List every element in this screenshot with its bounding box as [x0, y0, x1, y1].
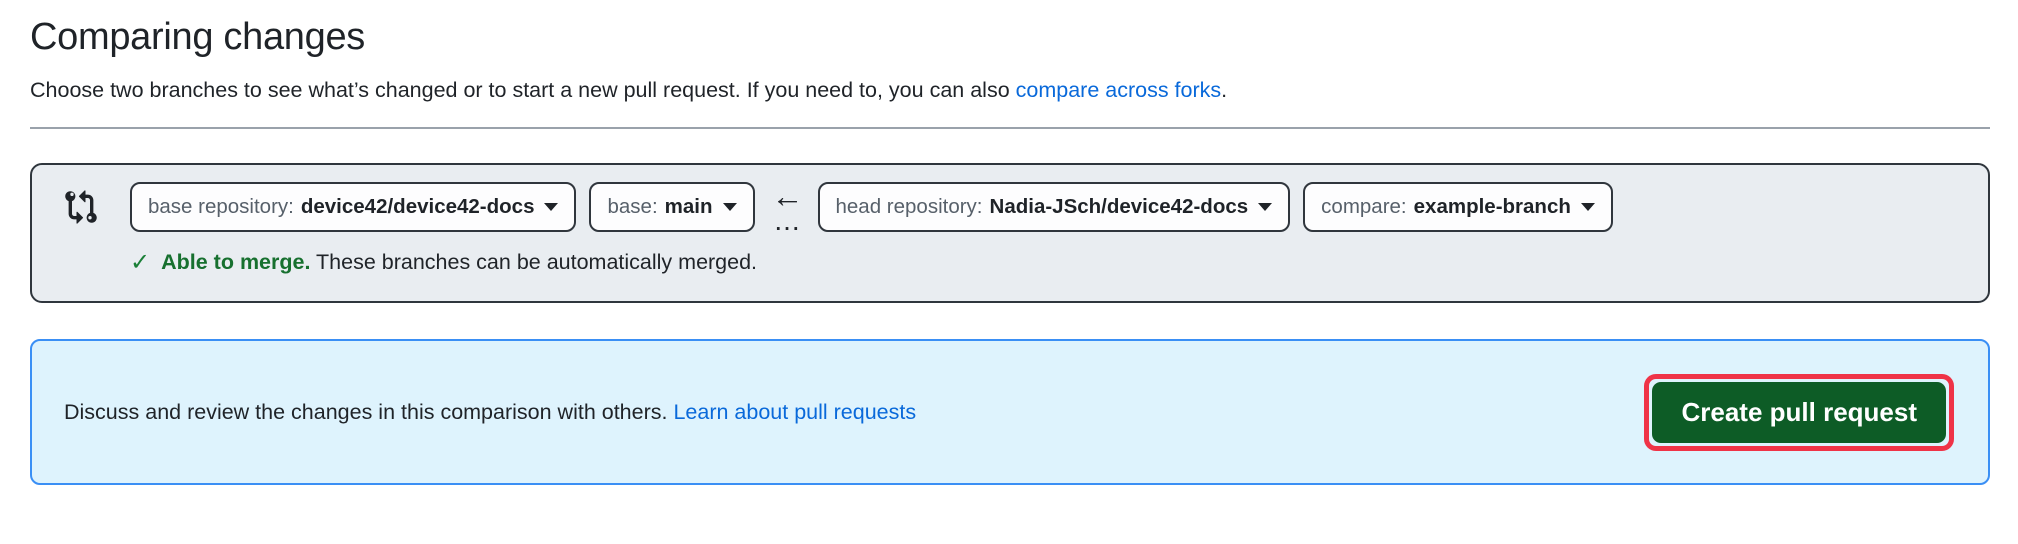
base-repository-value: device42/device42-docs	[300, 195, 535, 219]
chevron-down-icon	[1580, 203, 1595, 212]
red-highlight-annotation: Create pull request	[1644, 373, 1954, 451]
base-branch-select[interactable]: base: main	[589, 182, 755, 233]
head-repository-select[interactable]: head repository: Nadia-JSch/device42-doc…	[817, 182, 1291, 233]
compare-page: Comparing changes Choose two branches to…	[30, 16, 1990, 486]
create-pull-request-button[interactable]: Create pull request	[1652, 381, 1946, 443]
range-dots: ...	[774, 204, 801, 236]
pull-request-banner: Discuss and review the changes in this c…	[30, 339, 1990, 486]
head-repository-value: Nadia-JSch/device42-docs	[989, 195, 1249, 219]
base-repository-select[interactable]: base repository: device42/device42-docs	[130, 182, 577, 233]
compare-branch-value: example-branch	[1413, 195, 1571, 219]
compare-range-indicator: ← ...	[771, 177, 804, 236]
banner-text: Discuss and review the changes in this c…	[64, 400, 916, 425]
merge-status-bold: Able to merge.	[161, 250, 311, 275]
merge-status-rest: These branches can be automatically merg…	[310, 250, 758, 275]
divider	[30, 127, 1990, 130]
branch-selector-row: base repository: device42/device42-docs …	[48, 177, 1972, 236]
page-subtitle: Choose two branches to see what’s change…	[30, 75, 1990, 106]
subtitle-text: Choose two branches to see what’s change…	[30, 78, 1016, 102]
subtitle-period: .	[1221, 78, 1228, 102]
arrow-left-icon: ←	[771, 177, 804, 214]
compare-branch-label: compare:	[1321, 195, 1407, 219]
chevron-down-icon	[1258, 203, 1273, 212]
base-repository-label: base repository:	[148, 195, 294, 219]
git-compare-icon	[63, 189, 99, 225]
chevron-down-icon	[722, 203, 737, 212]
base-branch-label: base:	[607, 195, 658, 219]
compare-across-forks-link[interactable]: compare across forks	[1015, 78, 1222, 102]
page-title: Comparing changes	[30, 16, 365, 58]
check-icon: ✓	[130, 249, 151, 277]
compare-branch-select[interactable]: compare: example-branch	[1303, 182, 1613, 233]
learn-about-pull-requests-link[interactable]: Learn about pull requests	[673, 399, 917, 424]
merge-status: ✓ Able to merge. These branches can be a…	[130, 248, 1972, 277]
banner-text-pre: Discuss and review the changes in this c…	[64, 399, 674, 424]
base-branch-value: main	[664, 195, 713, 219]
chevron-down-icon	[544, 203, 559, 212]
merge-status-text: Able to merge. These branches can be aut…	[161, 250, 757, 275]
head-repository-label: head repository:	[835, 195, 983, 219]
branch-compare-bar: base repository: device42/device42-docs …	[30, 163, 1990, 304]
